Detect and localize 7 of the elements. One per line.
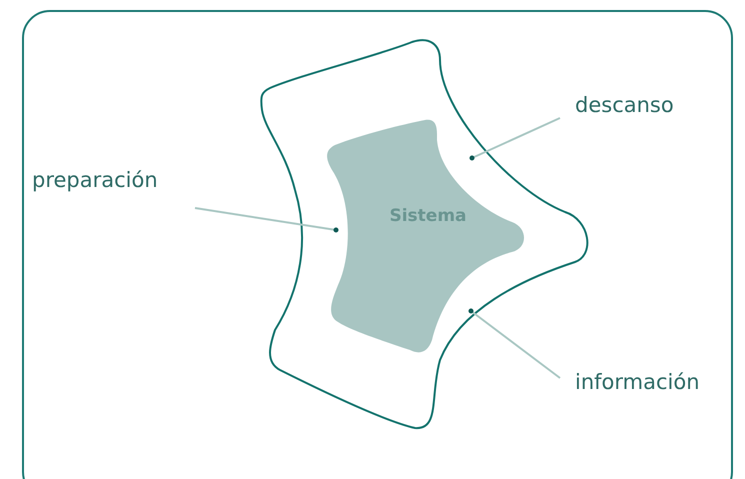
- preparation-label: preparación: [32, 168, 158, 192]
- information-label: información: [575, 370, 700, 394]
- leader-line: [468, 308, 561, 379]
- rest-label: descanso: [575, 93, 674, 117]
- leader-line: [194, 207, 338, 232]
- system-label: Sistema: [388, 206, 468, 226]
- leader-line: [470, 117, 560, 160]
